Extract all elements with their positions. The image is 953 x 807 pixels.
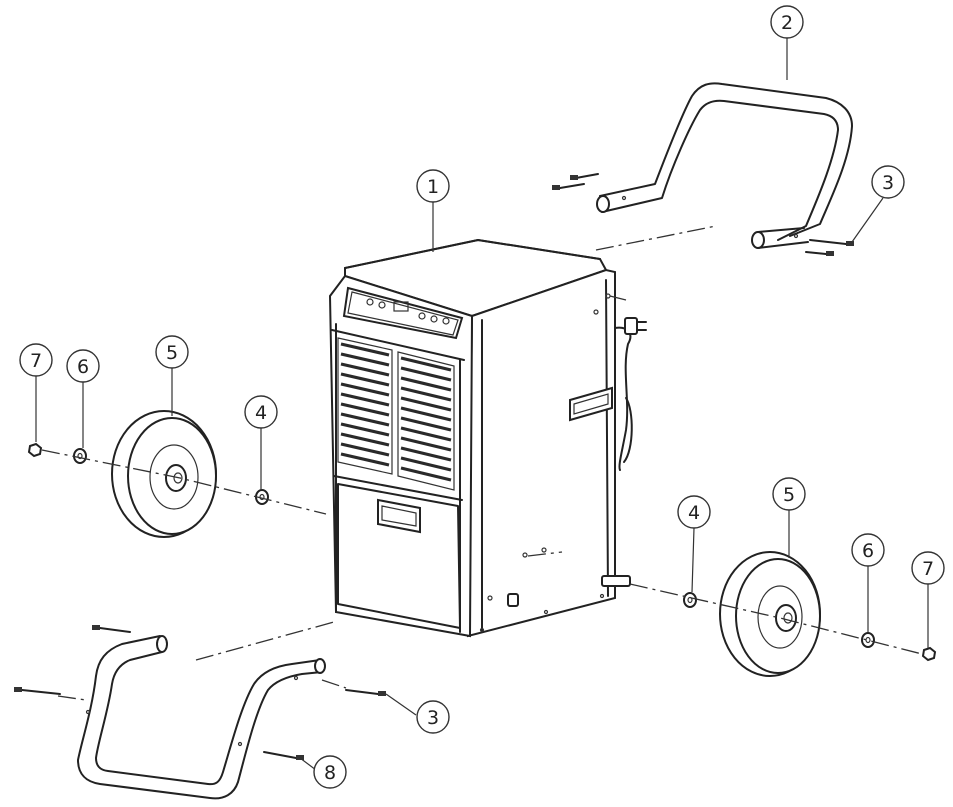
right-washers-nuts [683,592,937,662]
callout-label: 5 [166,342,178,364]
callout-6-right: 6 [851,533,885,567]
callout-5-right: 5 [772,477,806,511]
callout-7-right: 7 [911,551,945,585]
callout-label: 6 [77,356,89,378]
leader-lines [35,38,929,771]
callout-2: 2 [770,5,804,39]
callout-3-top: 3 [871,165,905,199]
callout-label: 4 [255,402,267,424]
air-intake-grille [340,342,452,482]
handle-screws-bottom [14,625,386,760]
callout-label: 4 [688,502,700,524]
callout-label: 7 [922,558,934,580]
callout-label: 3 [882,172,894,194]
handle-screws-top [552,173,854,256]
callout-label: 8 [324,762,336,784]
upper-handle-frame [596,82,853,249]
callout-label: 5 [783,484,795,506]
callout-6-left: 6 [66,349,100,383]
callout-label: 6 [862,540,874,562]
control-buttons [366,298,450,325]
right-wheel [719,551,821,677]
dehumidifier-body [328,238,647,638]
callout-label: 1 [427,176,439,198]
callout-4-right: 4 [677,495,711,529]
callout-label: 2 [781,12,793,34]
callout-5-left: 5 [155,335,189,369]
left-wheel [111,410,217,538]
callout-4-left: 4 [244,395,278,429]
callout-7-left: 7 [19,343,53,377]
lower-handle-frame [77,635,326,800]
callout-3-bottom: 3 [416,700,450,734]
callout-1: 1 [416,169,450,203]
callout-label: 7 [30,350,42,372]
callout-8: 8 [313,755,347,789]
callout-label: 3 [427,707,439,729]
left-washers-nuts [27,442,269,505]
